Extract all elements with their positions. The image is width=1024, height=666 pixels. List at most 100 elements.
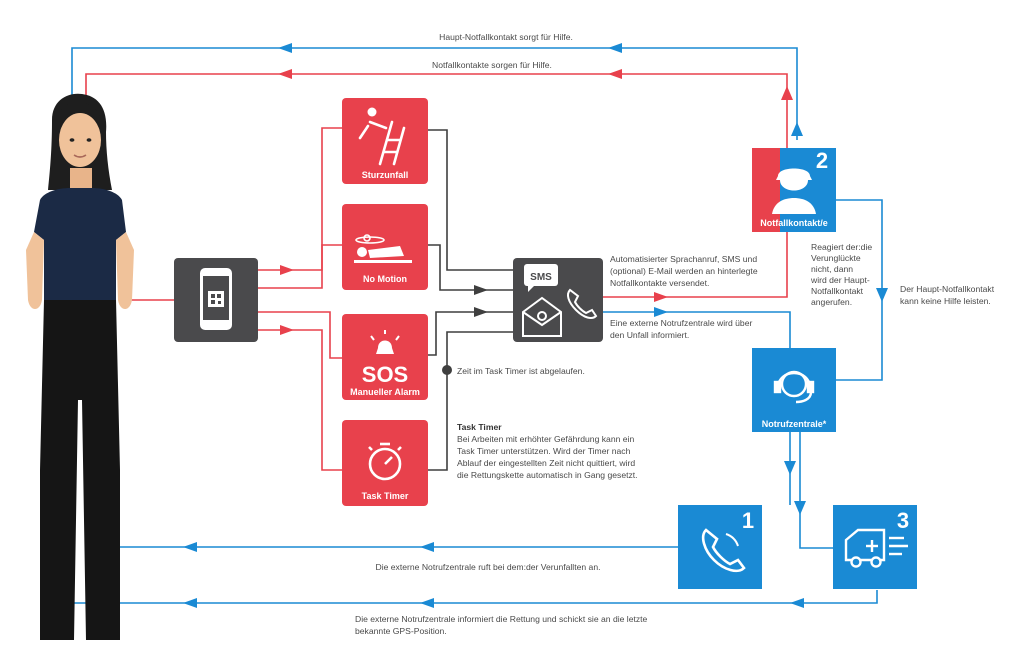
label-reagiert-5: Notfallkontakt	[811, 286, 864, 296]
line-fall-to-hub	[428, 129, 513, 271]
line-nomotion-to-hub	[428, 244, 513, 291]
envelope-at-icon	[522, 296, 562, 337]
line-sos-to-hub	[428, 311, 513, 356]
line-timer-to-hub	[428, 331, 513, 471]
worker-face	[59, 113, 101, 167]
person-lying-icon	[354, 234, 412, 263]
label-task-timer-2: Task Timer unterstützen. Wird der Timer …	[457, 446, 631, 456]
rescue-card-number: 3	[897, 508, 909, 533]
label-task-timer-3: Ablauf der eingestellten Zeit nicht quit…	[457, 458, 635, 468]
rescue-card: 3	[833, 505, 917, 589]
label-automated-1: Automatisierter Sprachanruf, SMS und	[610, 254, 757, 264]
arrow-rescue-person-2	[420, 598, 434, 608]
worker-shirt	[34, 188, 126, 300]
worker-eye-right	[86, 138, 92, 142]
label-main-contact-helps: Haupt-Notfallkontakt sorgt für Hilfe.	[439, 32, 573, 42]
alarm-card-timer: Task Timer	[342, 420, 428, 506]
arrow-top-blue-2	[608, 43, 622, 53]
person-with-cap-icon	[772, 168, 816, 214]
stopwatch-icon	[368, 442, 402, 481]
arrow-top-red	[278, 69, 292, 79]
arrow-to-center	[654, 307, 668, 317]
arrow-up-blue	[791, 122, 803, 136]
arrow-hub-1	[474, 285, 488, 295]
arrowheads	[183, 43, 888, 608]
worker-arm-right	[116, 232, 134, 309]
sms-icon: SMS	[530, 272, 552, 283]
label-no-help-2: kann keine Hilfe leisten.	[900, 296, 991, 306]
phone-icon	[567, 288, 598, 319]
contact-card-label: Notfallkontakt/e	[760, 218, 828, 228]
arrow-call-person	[183, 542, 197, 552]
label-reagiert-1: Reagiert der:die	[811, 242, 872, 252]
arrow-top-blue	[278, 43, 292, 53]
line-device-to-fall	[258, 127, 342, 271]
label-task-timer-4: die Rettungskette automatisch in Gang ge…	[457, 470, 638, 480]
label-reagiert-2: Verunglückte	[811, 253, 861, 263]
fall-from-ladder-icon	[358, 120, 406, 166]
alarm-card-fall: Sturzunfall	[342, 98, 428, 184]
arrow-device-1	[280, 265, 294, 275]
line-main-contact-helps	[71, 47, 798, 140]
label-external-2: den Unfall informiert.	[610, 330, 689, 340]
label-reagiert-3: nicht, dann	[811, 264, 853, 274]
worker-mouth	[73, 154, 87, 158]
ambulance-icon	[844, 528, 908, 568]
arrow-call-person-2	[420, 542, 434, 552]
label-contacts-help: Notfallkontakte sorgen für Hilfe.	[432, 60, 552, 70]
label-reagiert-4: wird der Haupt-	[810, 275, 870, 285]
line-device-to-sos	[258, 311, 342, 359]
arrow-hub-2	[474, 307, 488, 317]
notification-hub-card: SMS	[513, 258, 603, 342]
worker-pants	[40, 300, 120, 640]
center-card-label: Notrufzentrale*	[762, 419, 827, 429]
callback-card-number: 1	[742, 508, 754, 533]
arrow-call	[784, 461, 796, 475]
label-external-1: Eine externe Notrufzentrale wird über	[610, 318, 752, 328]
alarm-card-nomotion: No Motion	[342, 204, 428, 290]
emergency-center-card: Notrufzentrale*	[752, 348, 836, 432]
arrow-rescue-person-3	[790, 598, 804, 608]
worker-eye-left	[69, 138, 75, 142]
label-no-help-1: Der Haupt-Notfallkontakt	[900, 284, 995, 294]
worker-figure	[26, 93, 134, 640]
headset-agent-icon	[773, 370, 815, 404]
label-task-timer-1: Bei Arbeiten mit erhöhter Gefährdung kan…	[457, 434, 634, 444]
worker-neck	[70, 168, 92, 192]
phone-call-icon	[701, 528, 746, 573]
label-calls-victim: Die externe Notrufzentrale ruft bei dem:…	[376, 562, 601, 572]
arrow-device-2	[280, 325, 294, 335]
emergency-contact-card: 2 Notfallkontakt/e	[752, 148, 836, 232]
worker-arm-left	[26, 232, 44, 309]
contact-card-number: 2	[816, 148, 828, 173]
qr-code-icon	[208, 291, 224, 307]
alarm-label-fall: Sturzunfall	[362, 170, 409, 180]
label-informs-rescue-1: Die externe Notrufzentrale informiert di…	[355, 614, 648, 624]
timer-expired-dot	[442, 365, 452, 375]
label-reagiert-6: angerufen.	[811, 297, 852, 307]
label-automated-2: (optional) E-Mail werden an hinterlegte	[610, 266, 758, 276]
alarm-bell-icon	[370, 330, 400, 354]
label-timer-expired: Zeit im Task Timer ist abgelaufen.	[457, 366, 585, 376]
annotations: Haupt-Notfallkontakt sorgt für Hilfe. No…	[355, 32, 995, 636]
arrow-up-red	[781, 86, 793, 100]
mobile-device-card	[174, 258, 258, 342]
arrow-no-help	[876, 288, 888, 302]
line-center-to-rescue	[799, 432, 833, 549]
line-device-to-nomotion	[258, 244, 342, 289]
arrow-top-red-2	[608, 69, 622, 79]
alarm-label-nomotion: No Motion	[363, 274, 407, 284]
alarm-card-sos: SOS Manueller Alarm	[342, 314, 428, 400]
alarm-label-sos: Manueller Alarm	[350, 387, 420, 397]
label-task-timer-title: Task Timer	[457, 422, 502, 432]
arrow-rescue-person	[183, 598, 197, 608]
arrow-rescue	[794, 501, 806, 515]
label-automated-3: Notfallkontakte versendet.	[610, 278, 709, 288]
sos-text: SOS	[362, 362, 408, 387]
callback-card: 1	[678, 505, 762, 589]
worker-fringe	[57, 101, 100, 132]
alarm-label-timer: Task Timer	[362, 491, 409, 501]
label-informs-rescue-2: bekannte GPS-Position.	[355, 626, 447, 636]
arrow-to-contacts	[654, 292, 668, 302]
